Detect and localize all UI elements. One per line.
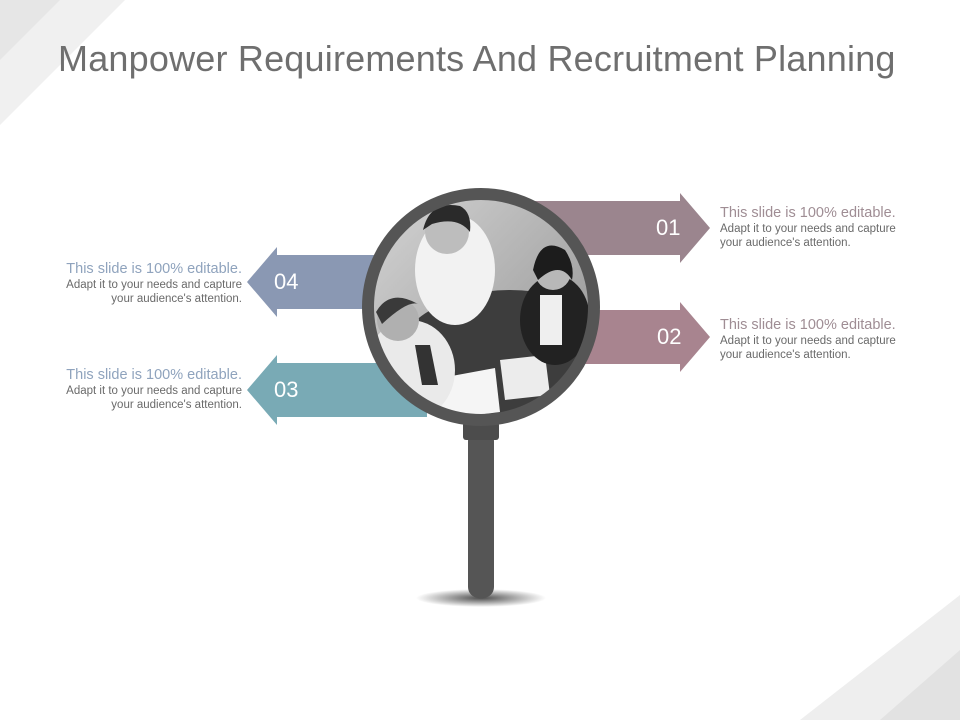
text-block-02: This slide is 100% editable. Adapt it to… [720,317,930,362]
magnifier-handle [468,430,494,598]
text-02-body-line1: Adapt it to your needs and capture [720,335,896,347]
slide-title: Manpower Requirements And Recruitment Pl… [58,38,896,79]
magnifier-icon [362,188,600,607]
arrow-04-number: 04 [274,269,299,294]
magnifier-neck [463,422,499,440]
text-03-body-line1: Adapt it to your needs and capture [66,385,242,397]
text-01-body-line1: Adapt it to your needs and capture [720,223,896,235]
team-photo [371,197,591,417]
arrow-02-shape [570,302,710,372]
text-03-heading: This slide is 100% editable. [66,367,242,383]
text-02-body-line2: your audience's attention. [720,349,851,361]
text-04-body-line1: Adapt it to your needs and capture [66,279,242,291]
magnifier-rim [362,188,600,426]
arrow-02-number: 02 [657,324,682,349]
text-03-body-line2: your audience's attention. [111,399,242,411]
arrow-03-number: 03 [274,377,299,402]
text-04-body-line2: your audience's attention. [111,293,242,305]
arrow-01-number: 01 [656,215,681,240]
text-02-heading: This slide is 100% editable. [720,317,896,333]
arrow-04: 04 [247,247,397,317]
text-block-04: This slide is 100% editable. Adapt it to… [32,261,242,306]
text-block-01: This slide is 100% editable. Adapt it to… [720,205,930,250]
text-01-body-line2: your audience's attention. [720,237,851,249]
arrow-04-shape [247,247,397,317]
arrow-02: 02 [570,302,710,372]
text-01-heading: This slide is 100% editable. [720,205,896,221]
text-block-03: This slide is 100% editable. Adapt it to… [32,367,242,412]
text-04-heading: This slide is 100% editable. [66,261,242,277]
